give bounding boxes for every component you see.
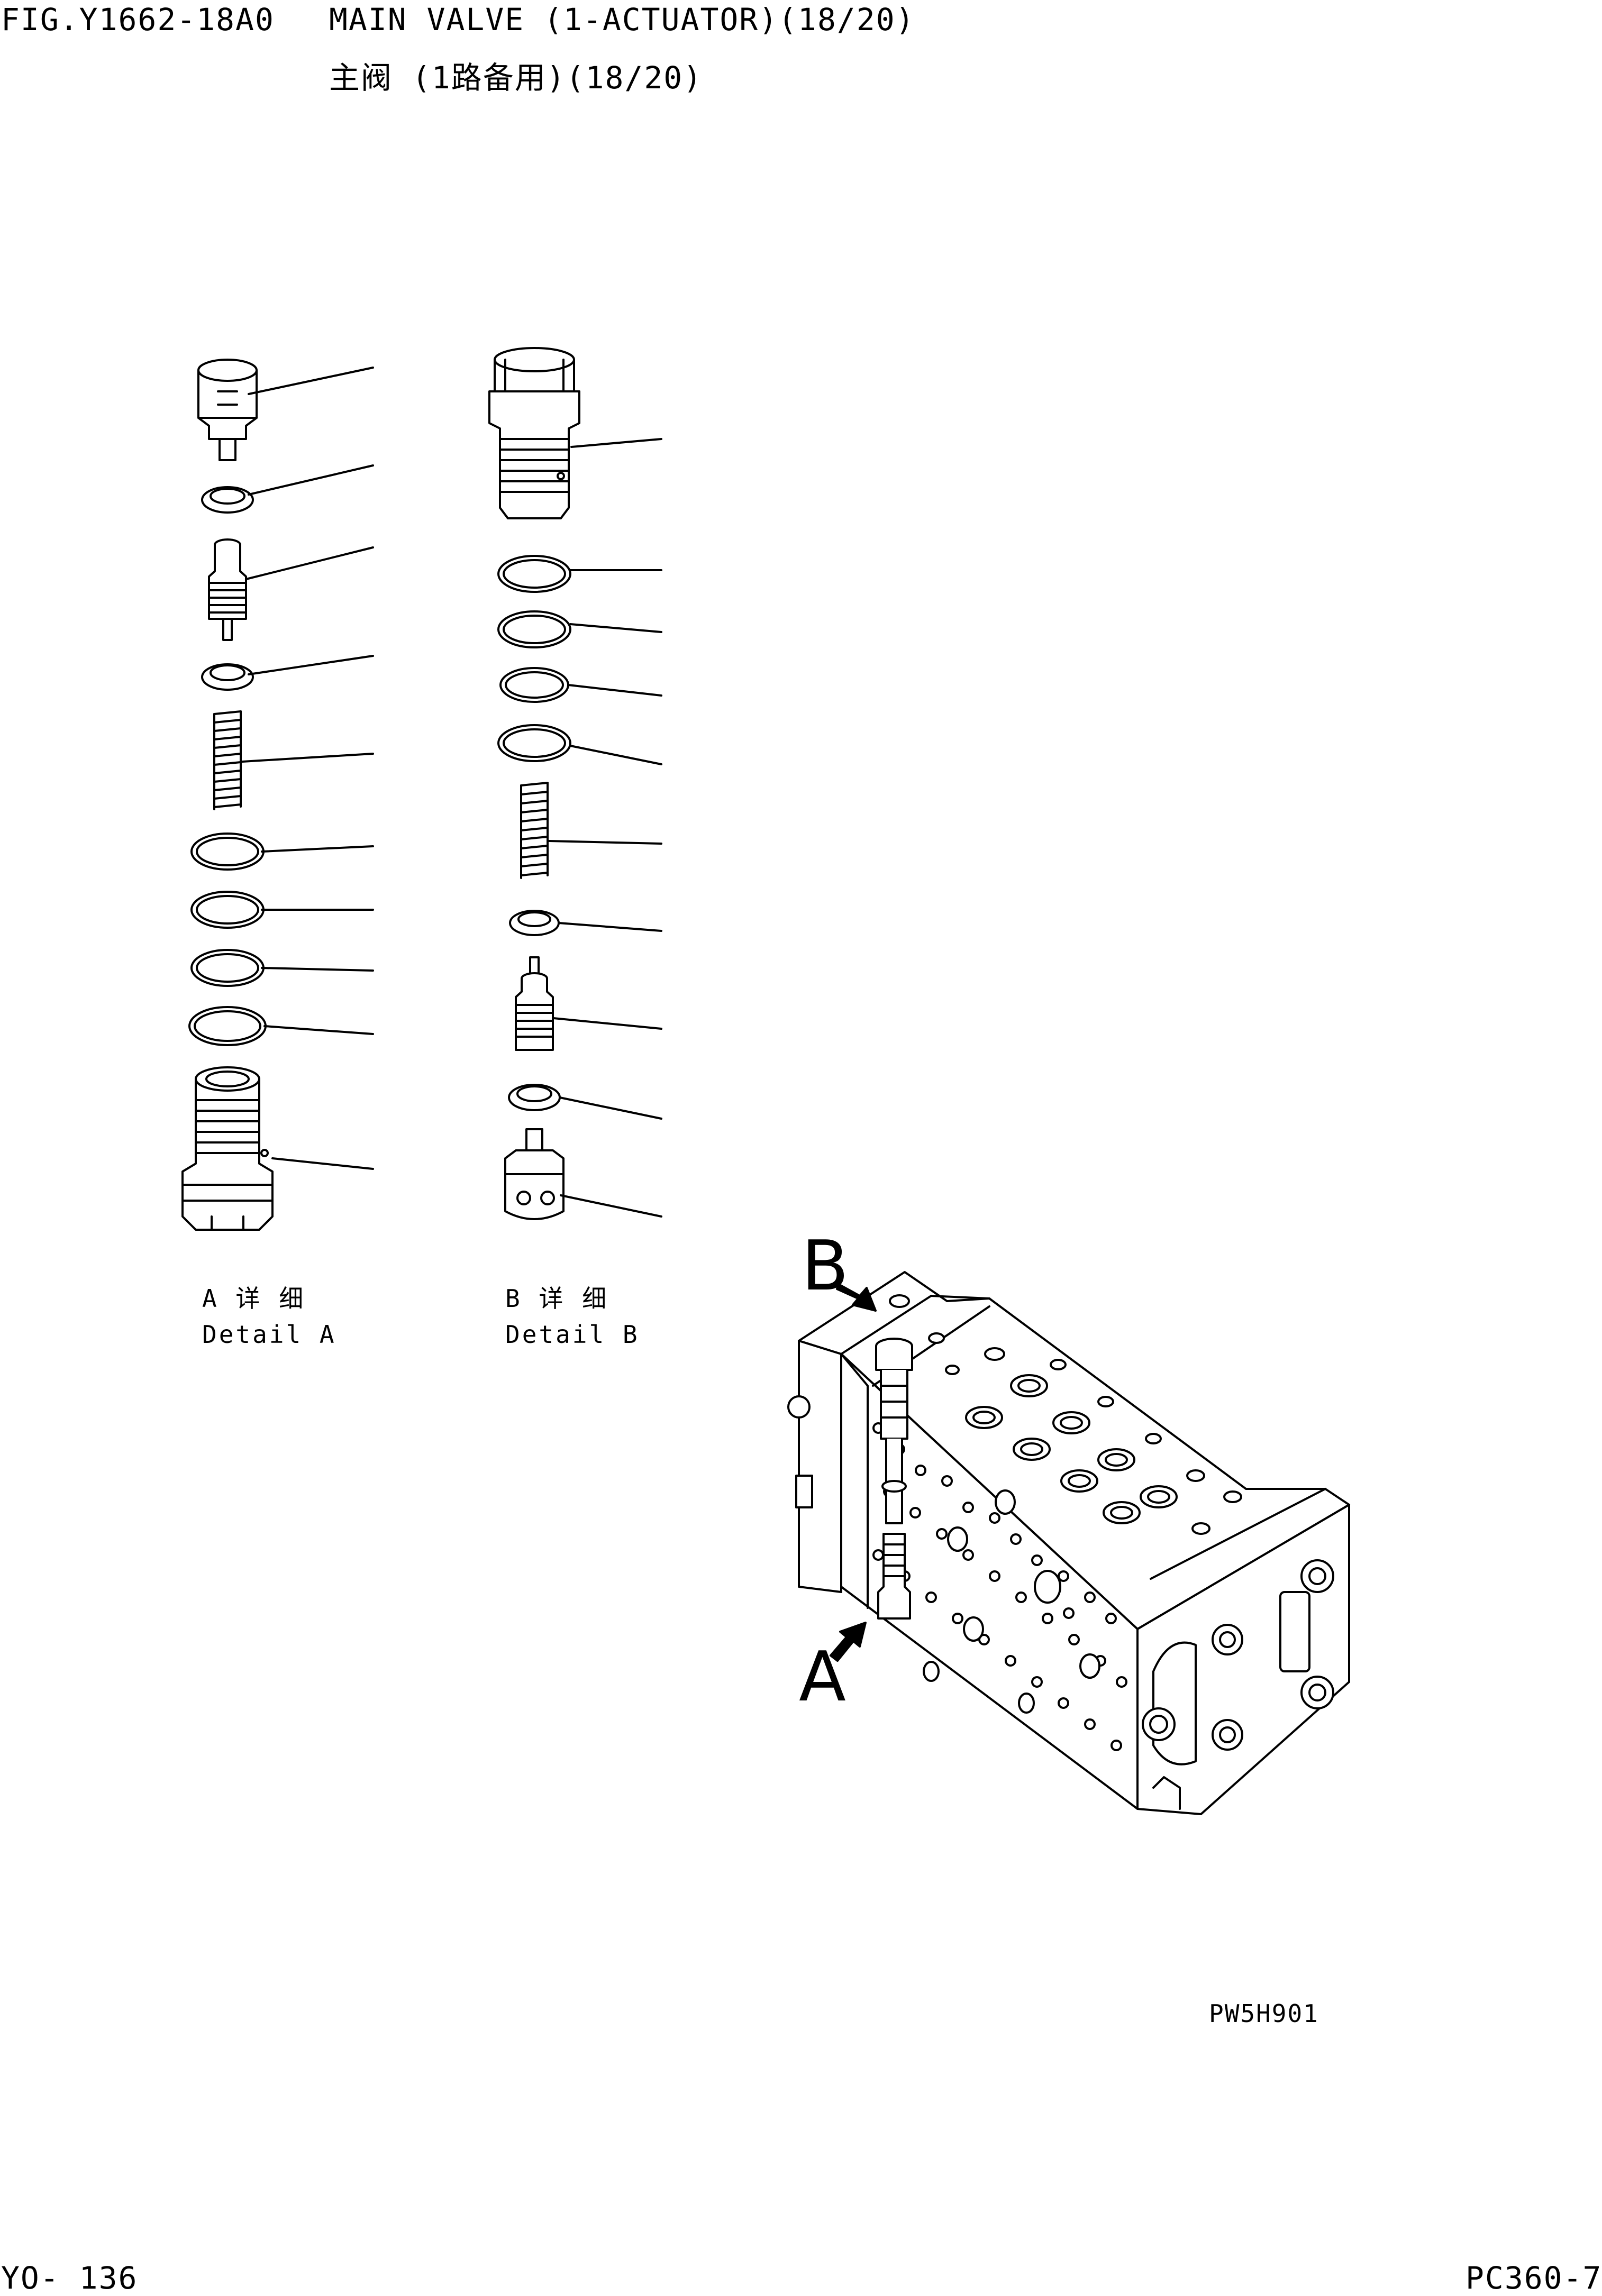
detail-a-spring — [214, 711, 241, 809]
detail-b-o-ring-3 — [500, 668, 568, 702]
detail-a-o-ring-1 — [192, 834, 263, 870]
detail-b-cap-part — [505, 1129, 563, 1219]
detail-b-exploded-parts — [489, 348, 661, 1219]
detail-a-backup-ring-2 — [202, 664, 253, 690]
drawing-code: PW5H901 — [1209, 1999, 1319, 2028]
callout-arrow-b — [837, 1284, 876, 1311]
detail-b-label-cn: B 详 细 — [505, 1284, 609, 1313]
detail-b-poppet — [516, 957, 553, 1050]
detail-a-o-ring-4 — [189, 1007, 266, 1045]
callout-arrow-a — [831, 1623, 866, 1661]
detail-a-o-ring-3 — [192, 950, 263, 986]
detail-b-leader-lines — [549, 439, 661, 1216]
detail-b-label-en: Detail B — [505, 1320, 640, 1349]
main-valve-block — [788, 1272, 1349, 1814]
detail-a-plug-body — [183, 1067, 272, 1230]
detail-b-o-ring-4 — [498, 725, 570, 761]
valve-cartridge-stack — [876, 1339, 912, 1618]
detail-b-spring — [521, 783, 548, 878]
detail-a-cap-part — [198, 360, 257, 460]
figure-title-english: MAIN VALVE (1-ACTUATOR)(18/20) — [329, 2, 915, 38]
detail-a-label-cn: A 详 细 — [202, 1284, 306, 1313]
detail-a-label-en: Detail A — [202, 1320, 336, 1349]
detail-a-poppet — [209, 539, 246, 640]
detail-b-backup-ring-1 — [510, 911, 559, 935]
figure-title-chinese: 主阀 (1路备用)(18/20) — [329, 60, 703, 96]
valve-top-ports — [890, 1295, 1241, 1534]
footer-page-reference: YO- 136 — [1, 2260, 138, 2296]
detail-b-plug-body — [489, 348, 579, 518]
detail-b-o-ring-1 — [498, 556, 570, 592]
detail-b-o-ring-2 — [498, 611, 570, 647]
detail-a-exploded-parts — [183, 360, 373, 1230]
detail-b-backup-ring-2 — [509, 1085, 560, 1110]
detail-a-backup-ring-1 — [202, 487, 253, 513]
detail-a-o-ring-2 — [192, 892, 263, 928]
figure-number: FIG.Y1662-18A0 — [1, 2, 275, 38]
detail-a-leader-lines — [242, 368, 373, 1169]
footer-model: PC360-7 — [1466, 2260, 1602, 2296]
